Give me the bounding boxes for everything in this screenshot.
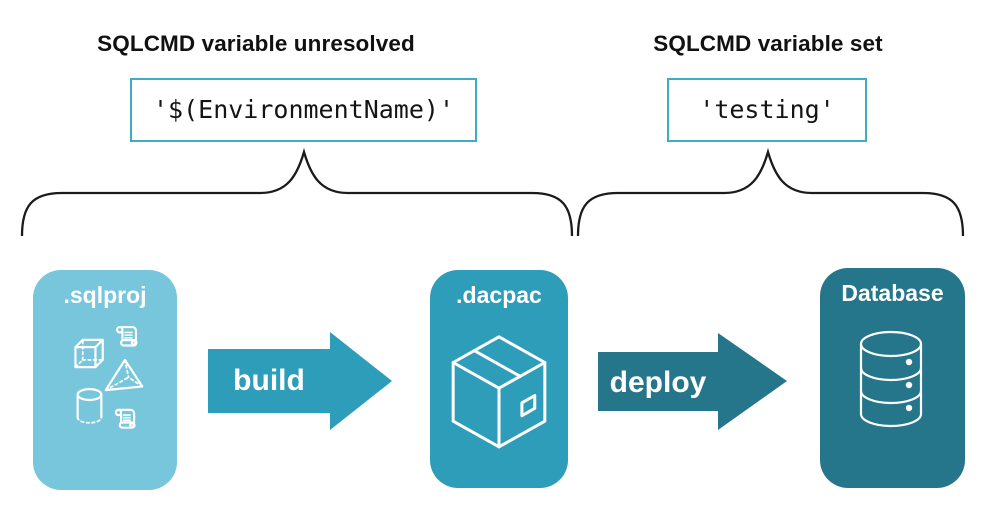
- script-icon: [113, 323, 140, 350]
- stage-dacpac: .dacpac: [430, 270, 568, 488]
- code-box-environment-name: '$(EnvironmentName)': [130, 78, 477, 142]
- heading-sqlcmd-set: SQLCMD variable set: [653, 31, 883, 56]
- package-icon: [444, 328, 554, 452]
- cube-icon: [70, 335, 110, 372]
- heading-sqlcmd-unresolved: SQLCMD variable unresolved: [97, 31, 415, 56]
- left-brace: [20, 147, 574, 237]
- stage-sqlproj: .sqlproj: [33, 270, 177, 490]
- stage-dacpac-label: .dacpac: [456, 282, 542, 308]
- code-box-testing: 'testing': [667, 78, 867, 142]
- deploy-arrow-label: deploy: [609, 366, 707, 399]
- build-arrow-label: build: [233, 364, 305, 397]
- build-arrow: [208, 332, 392, 430]
- script-icon: [112, 406, 138, 432]
- stage-database-label: Database: [841, 280, 944, 306]
- cylinder-icon: [74, 387, 105, 424]
- database-icon: [853, 330, 929, 428]
- deploy-arrow: [598, 333, 787, 430]
- pyramid-icon: [103, 357, 145, 394]
- right-brace: [576, 147, 965, 237]
- stage-sqlproj-label: .sqlproj: [63, 282, 147, 308]
- stage-database: Database: [820, 268, 965, 488]
